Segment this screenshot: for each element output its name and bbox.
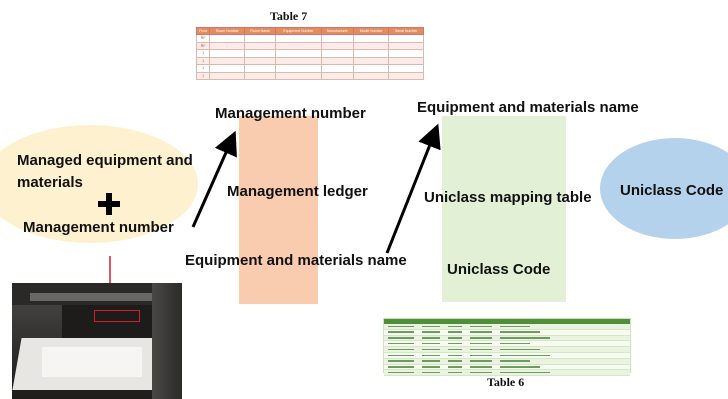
mapping-bottom-label: Uniclass Code [447,261,551,278]
table6-row [384,358,630,365]
table7-header-6: Serial Number [388,27,424,35]
table7-row: 1 [195,49,424,58]
table7-cell: 1 [195,71,211,80]
arrow-to-management-number [191,130,237,228]
table6-caption: Table 6 [487,375,525,389]
left-node-line2: materials [17,174,83,191]
right-node-label: Uniclass Code [620,182,724,199]
table7-cell [274,71,323,80]
left-node-line1: Managed equipment and [17,152,193,169]
table6-thumbnail [383,318,631,377]
mapping-label: Uniclass mapping table [424,189,592,206]
arrow-to-equipment-name [385,123,441,254]
table6-row [384,353,630,359]
left-ellipse [0,125,198,243]
table6-row [384,341,630,348]
ledger-top-label: Management number [215,105,366,122]
table7-header-1: Room Number [209,27,246,35]
mapping-top-label: Equipment and materials name [417,99,639,116]
table7-cell [388,71,424,80]
air-conditioner-photo [12,283,182,399]
plus-icon [98,193,120,215]
ledger-label: Management ledger [227,183,368,200]
table7-header-3: Equipment Number [274,27,323,35]
left-node-line3: Management number [23,219,174,236]
table6-row [384,324,630,330]
table7-header-0: Floor [195,27,211,35]
table7-header-5: Model Number [352,27,390,35]
right-ellipse [600,138,728,239]
table7-row: 1 [195,71,424,80]
table7-row: 1 [195,56,424,65]
uniclass-mapping-box [442,116,566,302]
table7-row: RF- [195,41,424,50]
table6-row [384,347,630,353]
management-ledger-box [239,116,318,304]
table6-row [384,330,630,336]
table6-row [384,370,630,377]
ledger-bottom-label: Equipment and materials name [185,252,407,269]
table6-row [384,365,630,371]
table7-cell [352,71,390,80]
table7-caption: Table 7 [270,9,308,23]
table6-row [384,335,630,342]
table7-cell [209,71,246,80]
